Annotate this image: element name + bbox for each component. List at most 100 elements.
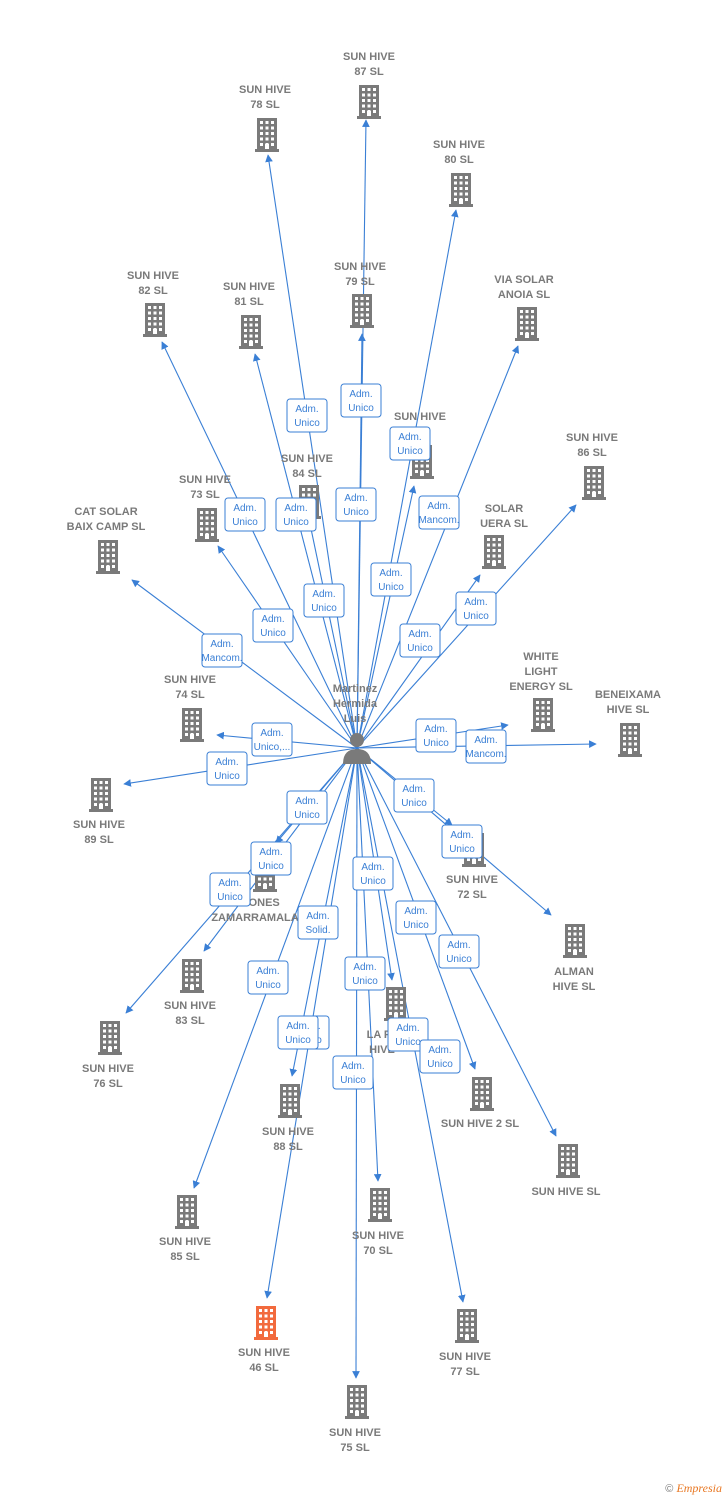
company-label: 87 SL (354, 66, 384, 78)
relation-label[interactable]: Adm.Unico (441, 824, 483, 859)
relation-label[interactable]: Adm.Unico (352, 856, 394, 891)
relation-label[interactable]: Adm.Unico (206, 751, 248, 786)
building-icon (180, 959, 204, 993)
relation-label[interactable]: Adm.Unico (340, 383, 382, 418)
company-label: 83 SL (175, 1015, 205, 1027)
relation-label[interactable]: Adm.Unico (344, 956, 386, 991)
building-icon (96, 540, 120, 574)
person-icon (343, 733, 371, 764)
company-label: SUN HIVE SL (531, 1186, 600, 1198)
company-label: SUN HIVE (127, 270, 179, 282)
relation-label[interactable]: Adm.Unico (389, 426, 431, 461)
relation-label[interactable]: Adm.Unico (399, 623, 441, 658)
building-icon (239, 315, 263, 349)
relation-label[interactable]: Adm.Unico (415, 718, 457, 753)
relation-label[interactable]: Adm.Unico (455, 591, 497, 626)
relation-label[interactable]: Adm.Mancom. (465, 729, 507, 764)
relation-text: Adm. (344, 493, 367, 504)
relation-label[interactable]: Adm.Unico (209, 872, 251, 907)
relation-label[interactable]: Adm.Unico (303, 583, 345, 618)
relation-label[interactable]: Adm.Unico (387, 1017, 429, 1052)
company-label: SUN HIVE (281, 453, 333, 465)
relation-label[interactable]: Adm.Unico (286, 398, 328, 433)
company-node-c2[interactable]: SUN HIVE 2 SL (441, 1077, 520, 1130)
relation-text: Adm. (398, 432, 421, 443)
relation-text: Adm. (427, 501, 450, 512)
relation-label[interactable]: Adm.Unico (395, 900, 437, 935)
relation-text: Unico (348, 403, 374, 414)
relation-label[interactable]: Adm.Unico (250, 841, 292, 876)
company-label: SUN HIVE (262, 1126, 314, 1138)
relation-label[interactable]: Adm.Unico (247, 960, 289, 995)
relation-text: Unico (255, 980, 281, 991)
relation-text: Unico (214, 771, 240, 782)
relation-label[interactable]: Adm.Unico (224, 497, 266, 532)
brand-logo[interactable]: Empresia (676, 1481, 722, 1495)
company-label: SOLAR (485, 503, 524, 515)
relation-text: Unico (360, 876, 386, 887)
relation-text: Unico,... (254, 742, 291, 753)
relation-text: Unico (378, 582, 404, 593)
building-icon (449, 173, 473, 207)
relation-label[interactable]: Adm.Unico (275, 497, 317, 532)
relation-text: Adm. (428, 1045, 451, 1056)
relation-text: Adm. (210, 639, 233, 650)
relation-text: Unico (446, 954, 472, 965)
relation-label[interactable]: Adm.Unico (277, 1015, 319, 1050)
company-label: SUN HIVE (446, 874, 498, 886)
edge-cu1 (356, 485, 417, 749)
relation-text: Unico (423, 738, 449, 749)
company-label: 81 SL (234, 296, 264, 308)
building-icon (357, 85, 381, 119)
relation-label[interactable]: Adm.Solid. (297, 905, 339, 940)
relation-label[interactable]: Adm.Unico (335, 487, 377, 522)
relation-label[interactable]: Adm.Unico (286, 790, 328, 825)
relation-label[interactable]: Adm.Mancom. (201, 633, 243, 668)
relation-label[interactable]: Adm.Unico (419, 1039, 461, 1074)
company-label: VIA SOLAR (494, 274, 554, 286)
building-icon (556, 1144, 580, 1178)
company-label: SUN HIVE (164, 674, 216, 686)
relation-label[interactable]: Adm.Unico (252, 608, 294, 643)
relation-text: Adm. (447, 940, 470, 951)
edge-c80 (356, 209, 459, 749)
relation-label[interactable]: Adm.Unico (332, 1055, 374, 1090)
company-label: SUN HIVE (329, 1427, 381, 1439)
company-label: BAIX CAMP SL (67, 521, 146, 533)
building-icon (618, 723, 642, 757)
relation-text: Adm. (286, 1021, 309, 1032)
relation-text: Adm. (341, 1061, 364, 1072)
relation-label[interactable]: Adm.Unico (393, 778, 435, 813)
company-node-csun[interactable]: SUN HIVE SL (531, 1144, 601, 1198)
relation-label[interactable]: Adm. Unico (438, 934, 480, 969)
relation-label[interactable]: Adm.Mancom. (418, 495, 460, 530)
relation-label[interactable]: Adm.Unico,... (251, 722, 293, 757)
relation-text: Adm. (312, 589, 335, 600)
relation-label[interactable]: Adm.Unico (370, 562, 412, 597)
